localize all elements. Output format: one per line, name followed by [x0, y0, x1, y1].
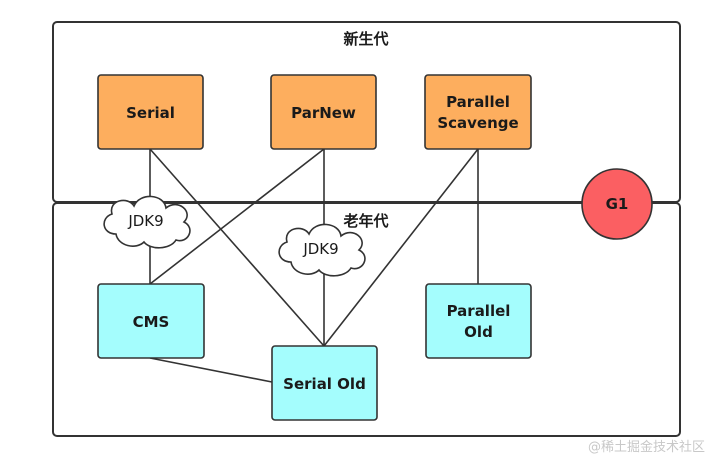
node-serial: Serial: [97, 74, 204, 150]
node-g1-label: G1: [606, 195, 629, 213]
edge-parallel-scavenge-serial-old: [323, 148, 479, 347]
edge-serial-serial-old: [149, 148, 325, 347]
node-parallel-scavenge: Parallel Scavenge: [424, 74, 532, 150]
node-parallel-old-label-1: Parallel: [447, 302, 511, 320]
node-serial-old-label: Serial Old: [283, 375, 366, 393]
node-parallel-old-label-2: Old: [464, 323, 493, 341]
cloud-jdk9-middle-label: JDK9: [302, 240, 338, 258]
node-parallel-scavenge-label-2: Scavenge: [437, 114, 518, 132]
cloud-jdk9-left-label: JDK9: [127, 212, 163, 230]
node-cms-label: CMS: [133, 313, 170, 331]
node-cms: CMS: [97, 283, 205, 359]
old-gen-label: 老年代: [342, 212, 388, 230]
node-g1: G1: [581, 168, 653, 240]
node-parallel-old: Parallel Old: [425, 283, 532, 359]
node-serial-old: Serial Old: [271, 345, 378, 421]
cloud-jdk9-middle: JDK9: [278, 223, 366, 277]
young-gen-label: 新生代: [343, 30, 388, 48]
node-serial-label: Serial: [126, 104, 175, 122]
watermark: @稀土掘金技术社区: [588, 439, 705, 455]
edge-cms-serial-old: [149, 357, 273, 383]
node-parallel-scavenge-label-1: Parallel: [446, 93, 510, 111]
node-parnew-label: ParNew: [291, 104, 356, 122]
edge-parnew-cms: [149, 148, 325, 285]
old-gen-region: [52, 202, 681, 437]
node-parnew: ParNew: [270, 74, 377, 150]
cloud-jdk9-left: JDK9: [103, 195, 191, 249]
